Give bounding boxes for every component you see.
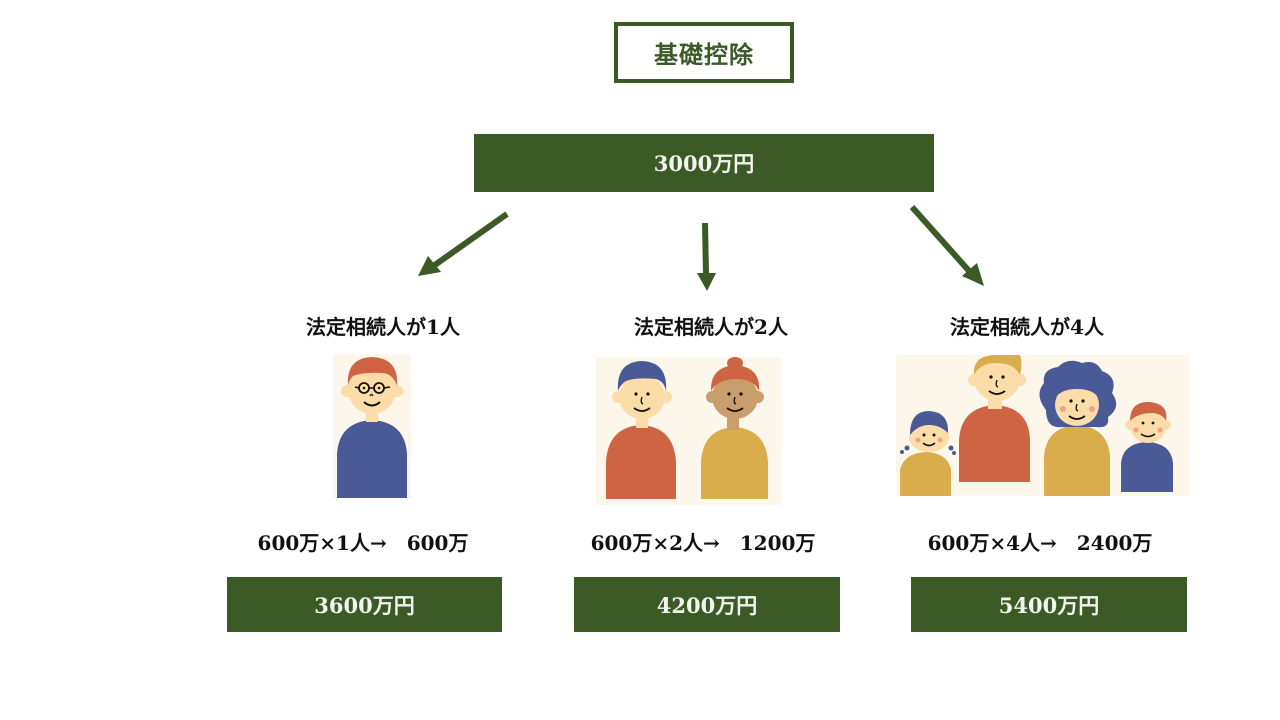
two-people-icon: [596, 357, 781, 505]
case-2-total: 4200万円: [656, 592, 758, 618]
case-1-heading: 法定相続人が1人: [306, 315, 460, 339]
base-amount-box: 3000万円: [474, 134, 934, 192]
case-3-total: 5400万円: [998, 592, 1100, 618]
case-3-heading: 法定相続人が4人: [950, 315, 1104, 339]
family-of-four-icon: [896, 355, 1189, 496]
one-person-icon: [333, 354, 411, 498]
arrow-down-icon: [697, 222, 716, 291]
case-2-total-box: 4200万円: [574, 577, 840, 632]
page-title: 基礎控除: [654, 40, 754, 69]
base-amount: 3000万円: [653, 151, 755, 176]
case-2-calculation: 600万×2人→ 1200万: [590, 531, 816, 555]
case-1-total-box: 3600万円: [227, 577, 502, 632]
arrow-left-icon: [418, 211, 509, 276]
case-3-calculation: 600万×4人→ 2400万: [927, 531, 1153, 555]
arrow-right-icon: [909, 205, 984, 286]
case-3-total-box: 5400万円: [911, 577, 1187, 632]
case-1-total: 3600万円: [314, 592, 415, 618]
title-box: 基礎控除: [614, 22, 794, 83]
case-1-calculation: 600万×1人→ 600万: [257, 531, 469, 555]
case-2-heading: 法定相続人が2人: [634, 315, 788, 339]
